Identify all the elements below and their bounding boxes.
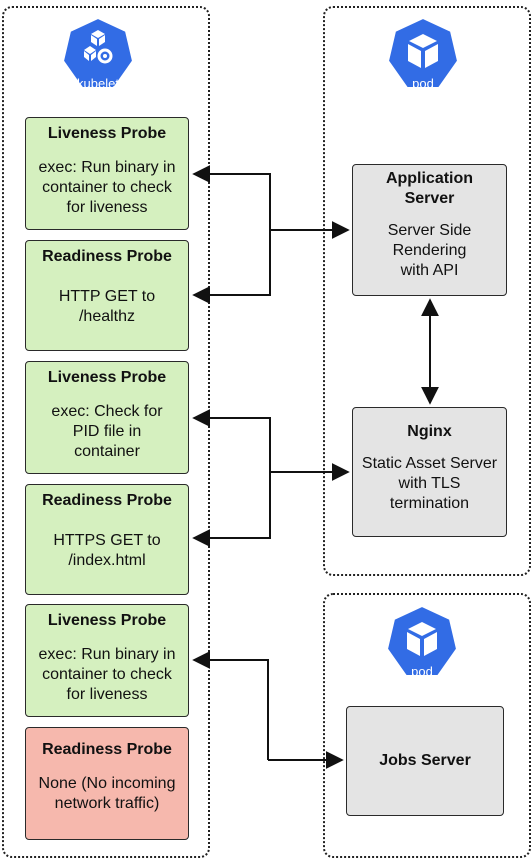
server-title: Nginx (407, 423, 452, 440)
probe-title: Liveness Probe (47, 369, 167, 386)
probe-description: None (No incoming network traffic) (38, 775, 176, 812)
probe-readiness-jobs: Readiness Probe None (No incoming networ… (25, 727, 189, 840)
arrow-app-readiness (192, 230, 271, 304)
probe-liveness-nginx: Liveness Probe exec: Check for PID file … (25, 361, 189, 474)
probe-description: HTTPS GET to /index.html (53, 532, 161, 569)
jobs-server: Jobs Server (346, 706, 504, 816)
application-server: Application Server Server Side Rendering… (352, 164, 507, 296)
probe-description: exec: Check for PID file in container (51, 403, 163, 460)
probe-liveness-jobs: Liveness Probe exec: Run binary in conta… (25, 604, 189, 717)
probe-title: Readiness Probe (42, 248, 172, 265)
nginx-server: Nginx Static Asset Server with TLS termi… (352, 407, 507, 537)
server-description: Server Side Rendering with API (387, 222, 472, 279)
probe-title: Liveness Probe (47, 125, 167, 142)
arrow-jobs-liveness (192, 651, 269, 760)
server-description: Static Asset Server with TLS termination (361, 455, 498, 512)
pod-region-top (323, 6, 531, 576)
kubelet-label: kubelet (77, 76, 119, 91)
pod-label-top: pod (412, 76, 434, 91)
arrow-nginx-liveness (192, 409, 271, 472)
probe-readiness-nginx: Readiness Probe HTTPS GET to /index.html (25, 484, 189, 595)
probe-description: exec: Run binary in container to check f… (38, 646, 176, 703)
pod-icon (386, 16, 460, 89)
arrow-nginx-readiness (192, 472, 271, 547)
pod-icon (385, 604, 459, 677)
kubelet-icon (61, 16, 135, 89)
probe-liveness-app: Liveness Probe exec: Run binary in conta… (25, 117, 189, 230)
probe-title: Liveness Probe (47, 612, 167, 629)
arrow-app-liveness (192, 165, 271, 230)
probe-title: Readiness Probe (42, 492, 172, 509)
server-title: Jobs Server (379, 752, 471, 769)
probe-readiness-app: Readiness Probe HTTP GET to /healthz (25, 240, 189, 351)
pod-label-bottom: pod (411, 664, 433, 679)
probe-description: exec: Run binary in container to check f… (38, 159, 176, 216)
probe-title: Readiness Probe (42, 741, 172, 758)
server-title: Application Server (385, 170, 474, 207)
probe-description: HTTP GET to /healthz (58, 288, 156, 325)
